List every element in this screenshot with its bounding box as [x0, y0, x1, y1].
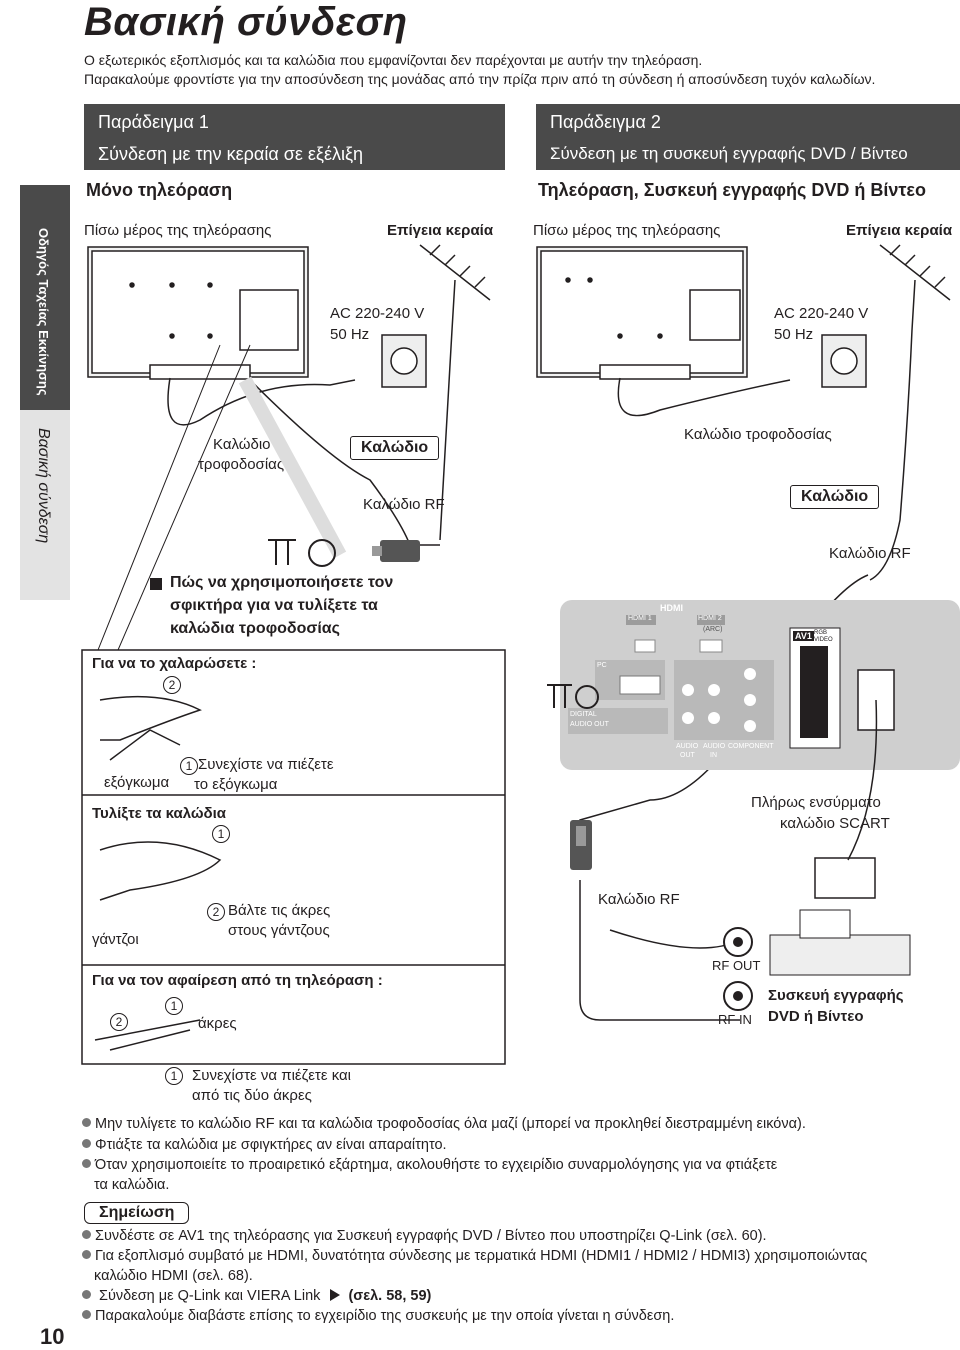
- example1-ac-line1: AC 220-240 V: [330, 305, 425, 322]
- page-number: 10: [40, 1324, 65, 1349]
- intro-line-2: Παρακαλούμε φροντίστε για την αποσύνδεση…: [84, 71, 876, 87]
- clamp-square-bullet: [150, 578, 162, 590]
- example2-antenna-label: Επίγεια κεραία: [846, 222, 953, 239]
- example2-scart-line1: Πλήρως ενσύρματο: [751, 794, 881, 811]
- example1-rf-cable: Καλώδιο RF: [363, 496, 445, 513]
- example2-rf-cable-lower: Καλώδιο RF: [598, 891, 680, 908]
- step-circle: 1: [165, 1067, 183, 1085]
- page-title: Βασική σύνδεση: [84, 0, 408, 44]
- sidebar-chapter-label: Βασική σύνδεση: [35, 428, 52, 544]
- pc-label: PC: [597, 662, 607, 669]
- clamp-knob-label: εξόγκωμα: [104, 774, 170, 791]
- clamp-insert-line1: Βάλτε τις άκρες: [228, 902, 331, 919]
- example1-header: Παράδειγμα 1 Σύνδεση με την κεραία σε εξ…: [84, 104, 505, 170]
- hdmi2-label: HDMI 2: [698, 615, 722, 622]
- note-item: Παρακαλούμε διαβάστε επίσης το εγχειρίδι…: [82, 1308, 674, 1324]
- clamp-press-knob-line1: Συνεχίστε να πιέζετε: [198, 756, 334, 773]
- antenna-1: [419, 244, 491, 541]
- example1-heading: Μόνο τηλεόραση: [86, 180, 233, 200]
- antenna-terminal-icon-2: [547, 684, 599, 709]
- clamp-tips-label: άκρες: [198, 1015, 237, 1032]
- intro-line-1: Ο εξωτερικός εξοπλισμός και τα καλώδια π…: [84, 52, 703, 68]
- note-item: Όταν χρησιμοποιείτε το προαιρετικό εξάρτ…: [82, 1157, 777, 1173]
- sidebar-section-label: Οδηγός Ταχείας Εκκίνησης: [36, 228, 51, 396]
- video-label: VIDEO: [814, 637, 833, 643]
- example2-ac-line2: 50 Hz: [774, 326, 814, 343]
- arc-label: (ARC): [703, 626, 723, 633]
- hdmi-logo: HDMI: [660, 603, 683, 613]
- qlink-text: Σύνδεση με Q-Link και VIERA Link: [99, 1288, 321, 1304]
- clamp-loosen-label: Για να το χαλαρώσετε :: [92, 655, 257, 672]
- example1-subtitle: Σύνδεση με την κεραία σε εξέλιξη: [98, 144, 364, 164]
- clamp-panel-frame: [81, 649, 506, 1065]
- audio-out-line1: AUDIO: [676, 743, 699, 750]
- example2-power-cable: Καλώδιο τροφοδοσίας: [684, 426, 832, 443]
- note-item: Συνδέστε σε AV1 της τηλεόρασης για Συσκε…: [82, 1228, 767, 1244]
- clamp-press-both-line2: από τις δύο άκρες: [192, 1087, 312, 1104]
- qlink-page-ref[interactable]: (σελ. 58, 59): [348, 1288, 432, 1304]
- example2-recorder-line1: Συσκευή εγγραφής: [768, 987, 904, 1004]
- av1-label: AV1: [793, 631, 814, 641]
- sidebar-tab-quick-start: [20, 185, 70, 410]
- clamp-insert-line2: στους γάντζους: [228, 922, 330, 939]
- example1-antenna-label: Επίγεια κεραία: [387, 222, 494, 239]
- audio-in-line1: AUDIO: [703, 743, 726, 750]
- digital-audio-line2: AUDIO OUT: [570, 721, 609, 728]
- clamp-heading-line1: Πώς να χρησιμοποιήσετε τον: [170, 574, 394, 591]
- step-circle: 2: [110, 1013, 128, 1031]
- step-circle: 1: [180, 757, 198, 775]
- scart-plug: [814, 669, 895, 899]
- step-circle: 2: [163, 676, 181, 694]
- example1-cable-box: Καλώδιο: [350, 436, 440, 460]
- step-circle: 2: [207, 903, 225, 921]
- component-label: COMPONENT: [728, 743, 774, 750]
- example2-ac-line1: AC 220-240 V: [774, 305, 869, 322]
- step-circle: 1: [212, 825, 230, 843]
- clamp-remove-label: Για να τον αφαίρεση από τη τηλεόραση :: [92, 972, 383, 989]
- example1-power-cable-line2: τροφοδοσίας: [198, 456, 285, 473]
- audio-out-line2: OUT: [680, 752, 695, 759]
- step-circle: 1: [165, 997, 183, 1015]
- example2-heading: Τηλεόραση, Συσκευή εγγραφής DVD ή Βίντεο: [538, 180, 926, 200]
- example2-rf-cable: Καλώδιο RF: [829, 545, 911, 562]
- note-item-continued: τα καλώδια.: [94, 1177, 170, 1193]
- clamp-hooks-label: γάντζοι: [92, 931, 139, 948]
- note-title: Σημείωση: [84, 1202, 190, 1224]
- antenna-2: [869, 244, 951, 581]
- example2-subtitle: Σύνδεση με τη συσκευή εγγραφής DVD / Βίν…: [550, 144, 908, 163]
- clamp-press-knob-line2: το εξόγκωμα: [194, 776, 278, 793]
- example2-recorder-line2: DVD ή Βίντεο: [768, 1008, 864, 1025]
- example2-title: Παράδειγμα 2: [550, 112, 661, 132]
- example2-cable-box: Καλώδιο: [790, 485, 880, 509]
- tv1-back-panel: [87, 246, 309, 380]
- note-item: Για εξοπλισμό συμβατό με HDMI, δυνατότητ…: [82, 1248, 867, 1264]
- rgb-label: RGB: [814, 630, 828, 636]
- clamp-heading-line3: καλώδια τροφοδοσίας: [170, 620, 340, 637]
- clamp-heading-line2: σφικτήρα για να τυλίξετε τα: [170, 597, 378, 614]
- note-item: Φτιάξτε τα καλώδια με σφιγκτήρες αν είνα…: [82, 1137, 447, 1153]
- audio-in-line2: IN: [710, 752, 717, 759]
- dvd-recorder: [723, 909, 911, 1011]
- clamp-press-both-line1: Συνεχίστε να πιέζετε και: [192, 1067, 352, 1084]
- example2-tv-back-label: Πίσω μέρος της τηλεόρασης: [533, 222, 721, 239]
- arrow-right-icon: [330, 1289, 341, 1301]
- note-item: Μην τυλίγετε το καλώδιο RF και τα καλώδι…: [82, 1116, 806, 1132]
- example1-title: Παράδειγμα 1: [98, 112, 209, 132]
- example2-header: Παράδειγμα 2 Σύνδεση με τη συσκευή εγγρα…: [536, 104, 960, 170]
- clamp-wrap-label: Τυλίξτε τα καλώδια: [92, 805, 227, 822]
- example1-power-cable-line1: Καλώδιο: [213, 436, 271, 453]
- example1-tv-back-label: Πίσω μέρος της τηλεόρασης: [84, 222, 272, 239]
- rf-plug-1: [372, 540, 420, 562]
- hdmi1-label: HDMI 1: [628, 615, 652, 622]
- sidebar-tab-basic-connection: [20, 410, 70, 600]
- tv2-back-panel: [536, 246, 748, 380]
- digital-audio-line1: DIGITAL: [570, 711, 597, 718]
- example1-ac-line2: 50 Hz: [330, 326, 370, 343]
- note-item-qlink: Σύνδεση με Q-Link και VIERA Link (σελ. 5…: [82, 1288, 431, 1304]
- note-item-continued: καλώδιο HDMI (σελ. 68).: [94, 1268, 253, 1284]
- example2-rf-out: RF OUT: [712, 958, 761, 973]
- antenna-terminal-icon: [268, 539, 336, 567]
